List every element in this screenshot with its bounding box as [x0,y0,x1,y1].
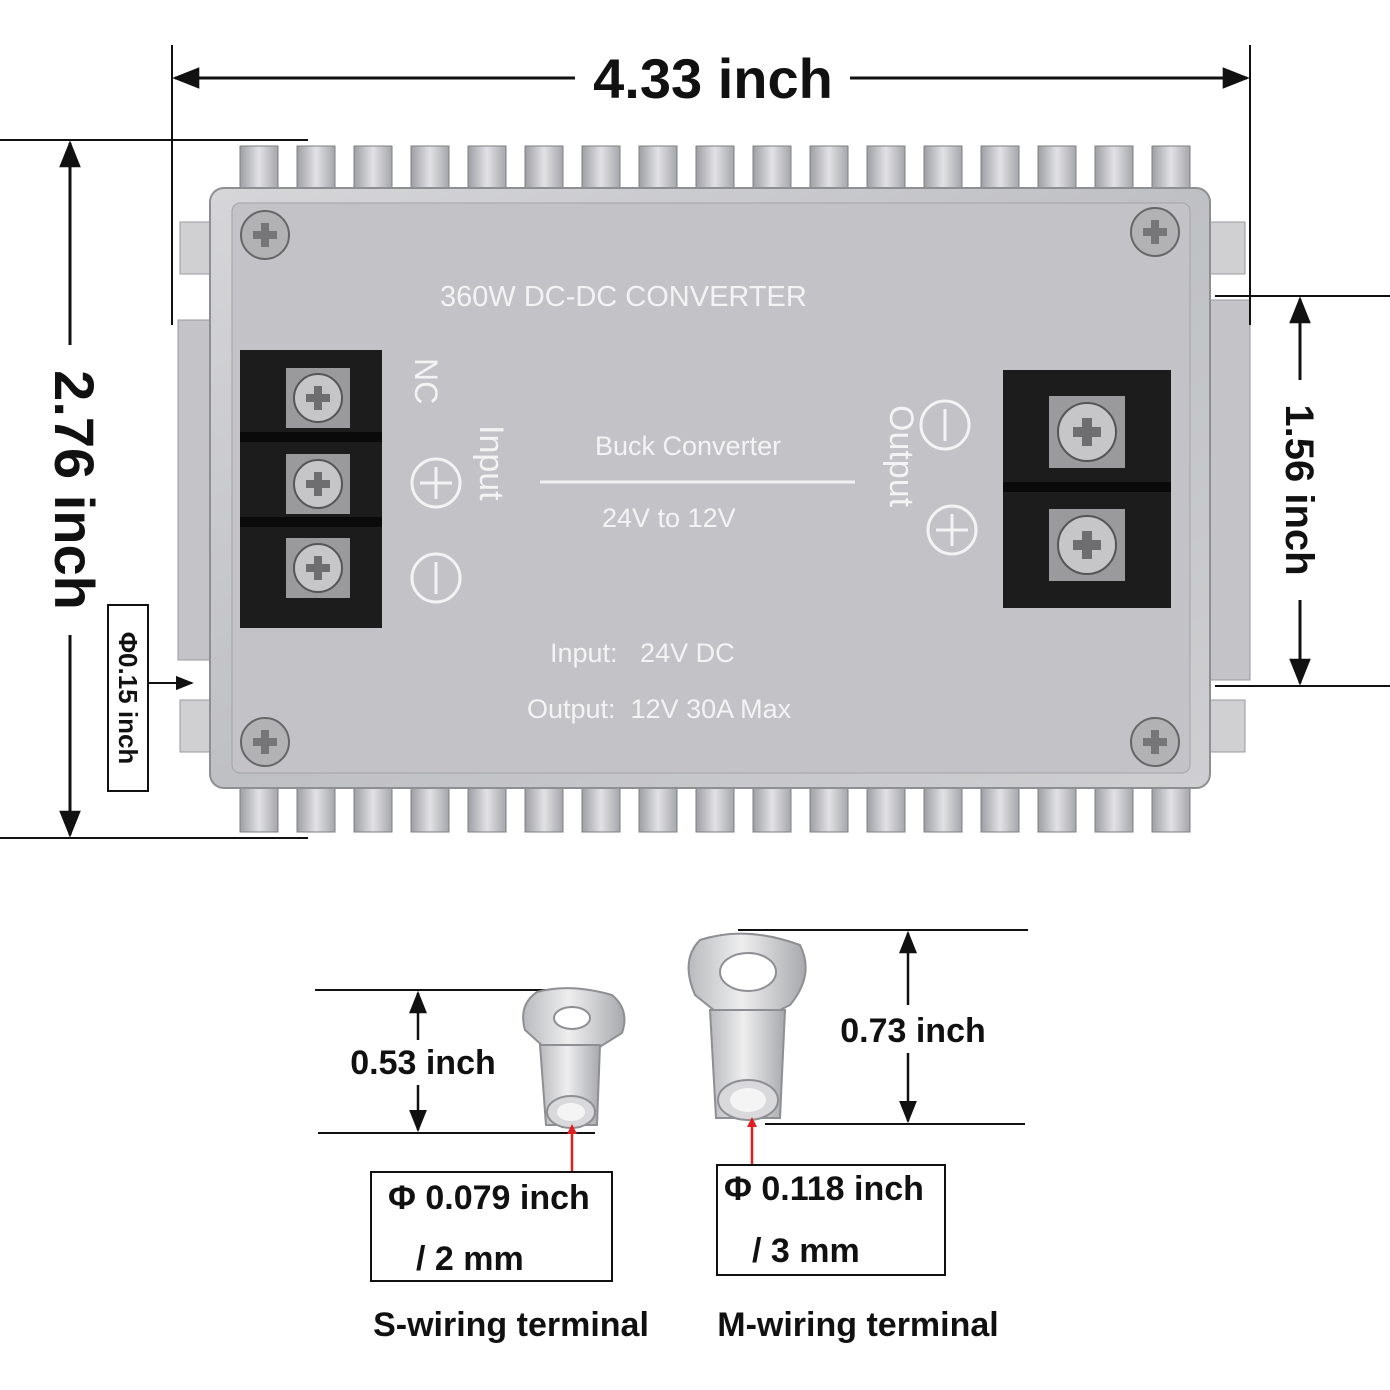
heatsink-fin [809,781,849,833]
minus-icon [919,399,971,451]
height-label: 2.76 inch [43,370,106,610]
width-label: 4.33 inch [593,47,833,110]
heatsink-fin [524,145,564,195]
terminal-screw-icon [1049,396,1125,468]
heatsink-fin [638,145,678,195]
heatsink-fin [752,145,792,195]
plate-input-spec: Input: 24V DC [550,638,735,668]
heatsink-fin [410,781,450,833]
heatsink-fin [695,145,735,195]
m-terminal-hole-line1: Φ 0.118 inch [724,1170,924,1208]
label-input: Input [472,425,510,501]
m-terminal-hole-box [716,1164,946,1276]
label-output: Output [882,405,920,508]
plate-output-spec: Output: 12V 30A Max [527,694,792,724]
s-terminal-hole-line2: / 2 mm [416,1240,524,1278]
heatsink-fin [695,781,735,833]
screw-icon [240,210,290,260]
heatsink-fin [1151,781,1191,833]
terminal-screw-icon [286,454,350,514]
heatsink-fin [923,145,963,195]
ring-lug-small-icon [522,987,626,1129]
input-terminal-block [240,350,382,628]
s-wiring-terminal: 0.53 inch Φ 0.079 inch / 2 mm S-wiring t… [315,987,649,1344]
heatsink-fin [296,781,336,833]
heatsink-fin [923,781,963,833]
spacing-dimension: 1.56 inch [1215,295,1390,687]
minus-icon [410,552,462,604]
heatsink-fin [410,145,450,195]
terminal-screw-icon [286,368,350,428]
heatsink-fin [980,145,1020,195]
terminal-screw-icon [1049,509,1125,581]
heatsink-fin [524,781,564,833]
plate-type: Buck Converter [595,431,781,461]
s-terminal-name: S-wiring terminal [373,1306,649,1344]
plate-conversion: 24V to 12V [602,503,736,533]
s-terminal-hole-box [370,1171,613,1282]
heatsink-fin [866,145,906,195]
m-terminal-hole-line2: / 3 mm [752,1232,860,1270]
plate-title: 360W DC-DC CONVERTER [440,281,807,313]
heatsink-fin [1037,781,1077,833]
plus-icon [410,457,462,509]
heatsink-fin [638,781,678,833]
terminal-screw-icon [286,538,350,598]
heatsink-fin [581,781,621,833]
heatsink-fin [1094,145,1134,195]
m-terminal-name: M-wiring terminal [717,1306,998,1344]
screw-icon [1130,207,1180,257]
heatsink-fin [239,145,279,195]
heatsink-fin [1094,781,1134,833]
width-dimension: 4.33 inch [171,45,1251,325]
heatsink-fin [980,781,1020,833]
height-dimension: 2.76 inch [0,139,308,839]
heatsink-fin [467,145,507,195]
ring-lug-medium-icon [687,932,807,1121]
m-terminal-height-label: 0.73 inch [840,1012,986,1050]
label-nc: NC [408,358,444,404]
output-terminal-block [1003,370,1171,608]
heatsink-fin [752,781,792,833]
converter-body: 360W DC-DC CONVERTER Buck Converter 24V … [177,145,1251,833]
heatsink-fin [467,781,507,833]
heatsink-fin [353,781,393,833]
screw-icon [240,717,290,767]
heatsink-fin [581,145,621,195]
s-terminal-height-label: 0.53 inch [350,1044,496,1082]
heatsink-fin [809,145,849,195]
heatsink-fin [296,145,336,195]
m-wiring-terminal: 0.73 inch Φ 0.118 inch / 3 mm M-wiring t… [687,929,1028,1344]
heatsink-fins-top [239,145,1191,195]
heatsink-fin [239,781,279,833]
plus-icon [926,504,978,556]
s-terminal-hole-line1: Φ 0.079 inch [388,1179,590,1217]
mount-hole-label: Φ0.15 inch [113,632,143,765]
heatsink-fin [1037,145,1077,195]
screw-icon [1130,717,1180,767]
heatsink-fins-bottom [239,781,1191,833]
face-plate [231,202,1191,774]
heatsink-fin [866,781,906,833]
heatsink-fin [1151,145,1191,195]
mount-hole-dimension: Φ0.15 inch [107,604,194,792]
heatsink-fin [353,145,393,195]
spacing-label: 1.56 inch [1277,404,1321,575]
